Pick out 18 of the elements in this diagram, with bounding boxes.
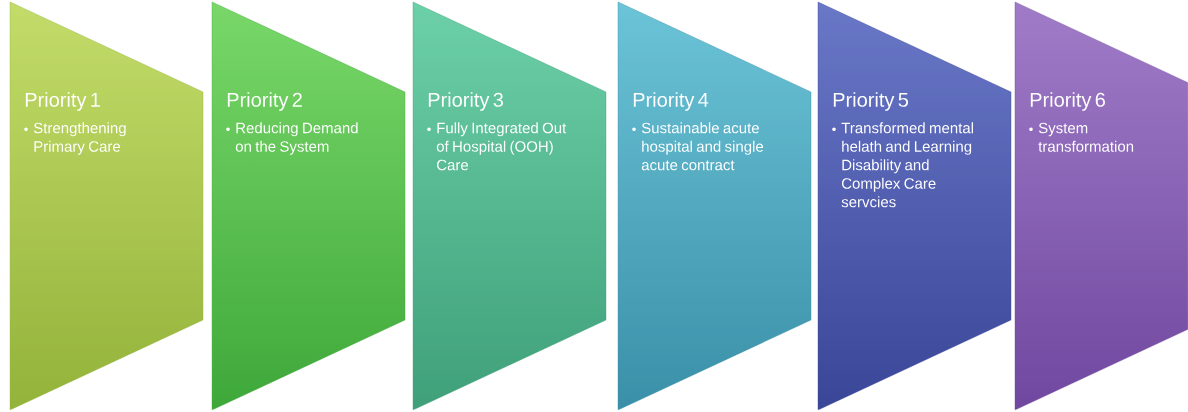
heading: Priority 1 — [25, 92, 100, 111]
bullet-text: Sustainable acute hospital and single acute contract — [632, 122, 764, 171]
heading: Priority 3 — [428, 92, 503, 111]
heading: Priority 6 — [1030, 92, 1105, 111]
chevron-shape — [617, 1, 812, 411]
bullet-text: Strengthening Primary Care — [24, 122, 126, 155]
heading: Priority 4 — [633, 92, 709, 111]
chevron-shape — [211, 1, 406, 411]
heading: Priority 2 — [227, 92, 302, 111]
chevron-shape — [412, 1, 607, 411]
heading: Priority 5 — [833, 92, 909, 111]
bullet-text: System transformation — [1029, 122, 1134, 152]
chevron-shape — [817, 1, 1012, 411]
bullet-text: Reducing Demand on the System — [226, 122, 358, 155]
chevron-shape — [1014, 1, 1188, 411]
bullet-text: Transformed mental helath and Learning Disability and Complex Care servcies — [832, 122, 973, 208]
bullet-text: Fully Integrated Out of Hospital (OOH) Care — [427, 122, 567, 171]
chevron-shape — [9, 1, 204, 411]
